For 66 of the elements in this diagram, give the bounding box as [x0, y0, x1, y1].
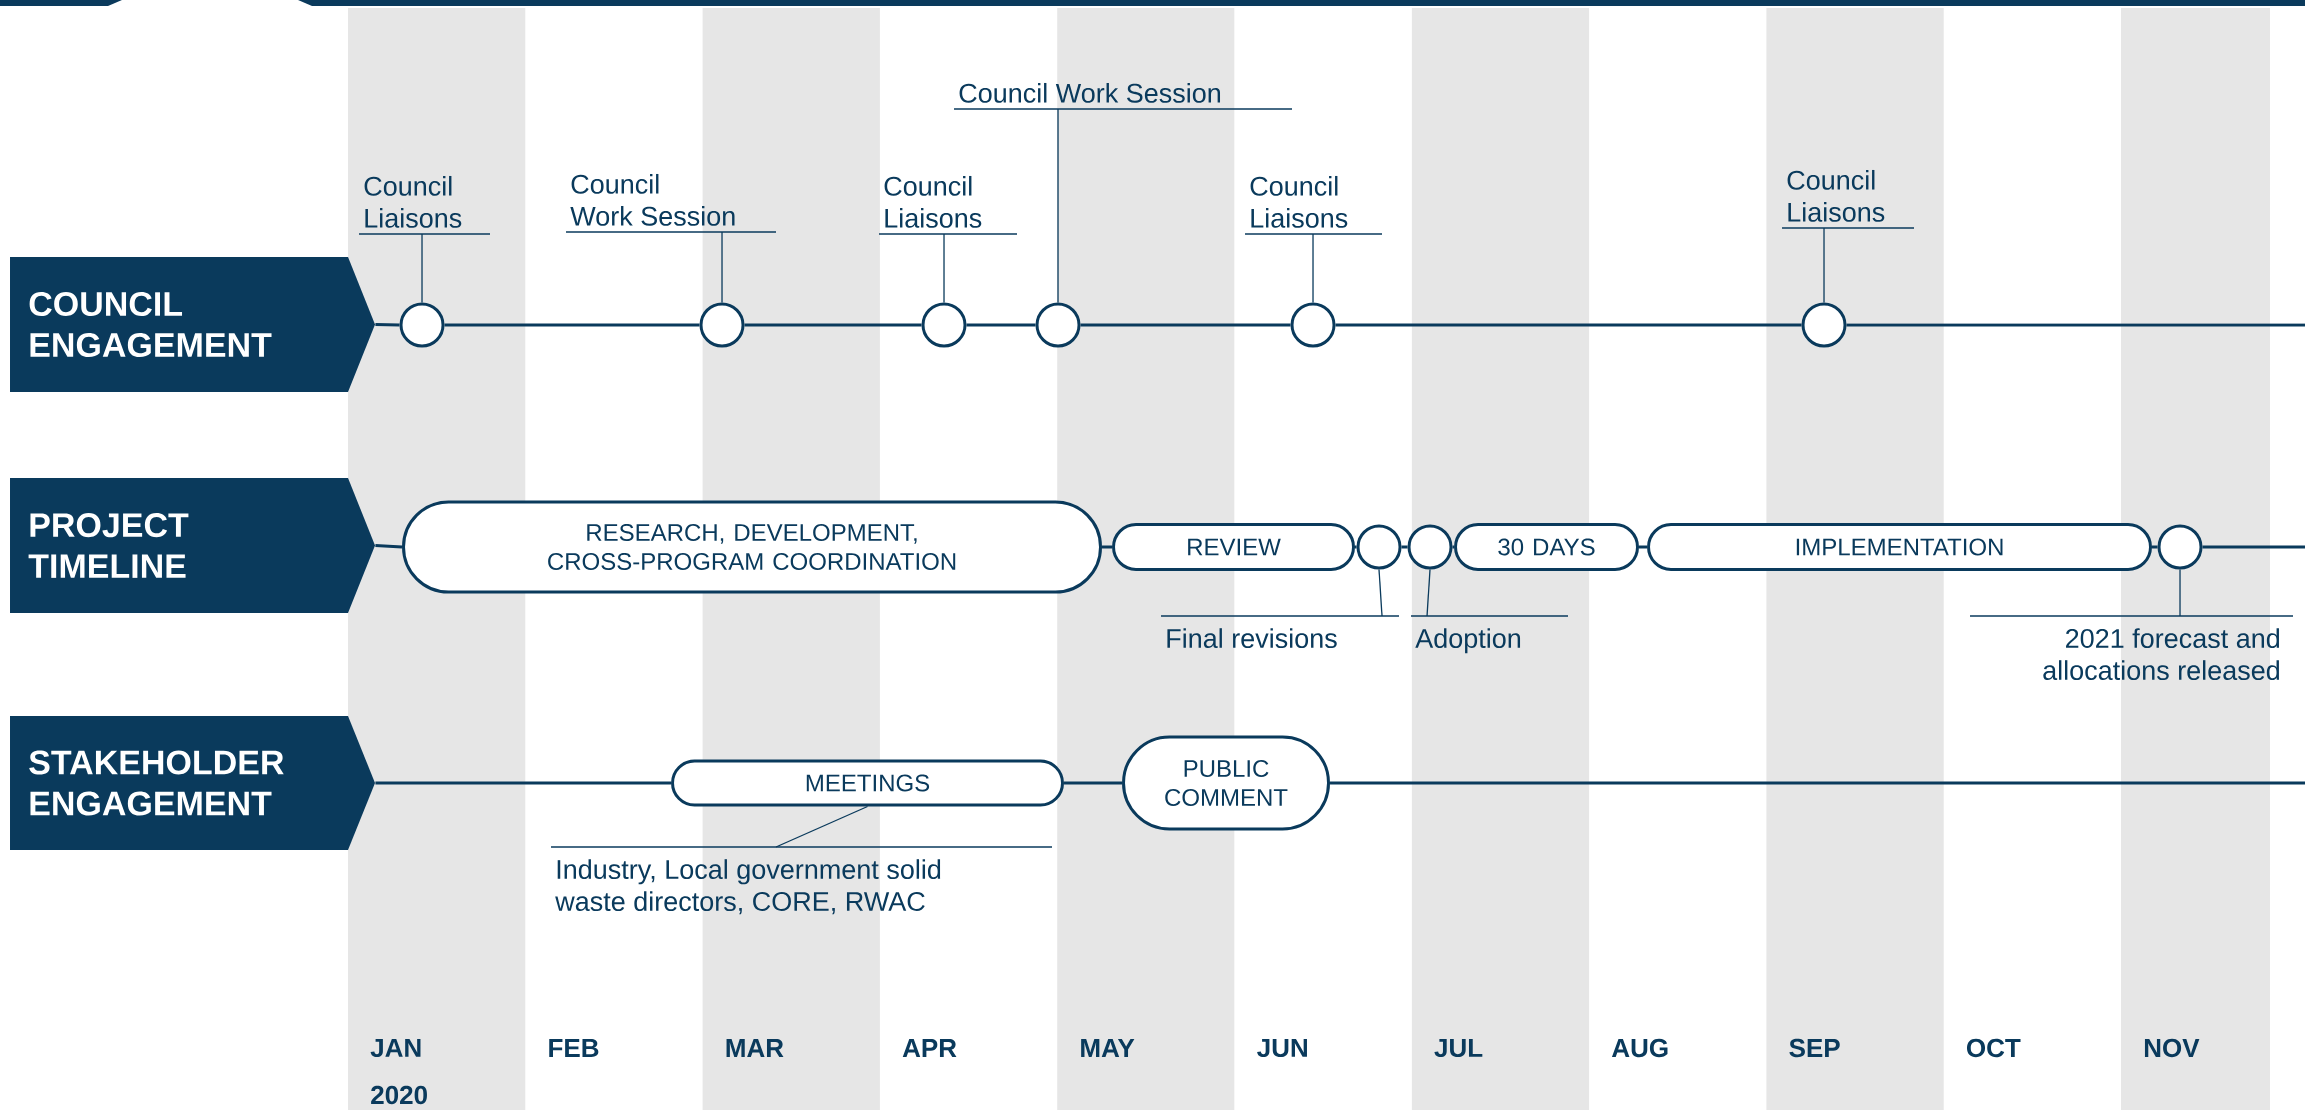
callout-label: Council Liaisons [1781, 169, 1915, 229]
milestone-circle [1407, 524, 1453, 570]
month-label: AUG [1611, 1038, 1668, 1058]
phase-pill: MEETINGS [671, 759, 1064, 807]
month-label: JAN [370, 1038, 421, 1058]
month-label: 2020 [371, 1085, 427, 1105]
leader-line [1312, 233, 1314, 304]
timeline-line [1064, 781, 1122, 785]
month-label: MAR [726, 1039, 784, 1057]
milestone-circle [399, 302, 445, 348]
row-banner: COUNCIL ENGAGEMENT [10, 257, 375, 392]
timeline-line [1639, 545, 1647, 549]
callout-label: 2021 forecast and allocations released [1969, 615, 2294, 681]
phase-pill: RESEARCH, DEVELOPMENT, CROSS-PROGRAM COORDINATION [402, 500, 1102, 594]
leader-line [943, 233, 945, 304]
leader-line [421, 233, 423, 304]
timeline-line [966, 323, 1036, 327]
row-banner: STAKEHOLDER ENGAGEMENT [10, 716, 375, 850]
milestone-circle [921, 302, 967, 348]
phase-pill: IMPLEMENTATION [1647, 523, 2152, 571]
leader-line [2179, 568, 2181, 617]
callout-label: Council Liaisons [878, 175, 1018, 235]
timeline-line [375, 544, 403, 549]
month-label: FEB [549, 1039, 599, 1057]
callout-label: Council Liaisons [358, 175, 491, 235]
leader-line [1378, 568, 1383, 617]
milestone-circle [1801, 302, 1847, 348]
timeline-line [1452, 545, 1454, 549]
callout-label: Council Work Session [565, 173, 777, 233]
month-label: JUL [1434, 1038, 1483, 1058]
leader-line [1057, 108, 1059, 304]
month-label: NOV [2144, 1038, 2200, 1058]
timeline-line [2152, 545, 2158, 549]
callout-label: Council Liaisons [1244, 175, 1383, 235]
callout-label: Council Work Session [953, 82, 1293, 110]
month-label: OCT [1967, 1038, 2021, 1058]
timeline-line [1355, 545, 1357, 549]
milestone-circle [1035, 302, 1081, 348]
month-label: SEP [1789, 1038, 1840, 1058]
timeline-line [375, 781, 671, 785]
milestone-circle [2157, 524, 2203, 570]
row-banner: PROJECT TIMELINE [10, 478, 375, 613]
timeline-line [1102, 545, 1112, 549]
leader-line [775, 805, 869, 848]
leader-line [1426, 568, 1431, 617]
timeline-line [444, 323, 700, 327]
timeline-line [1401, 545, 1408, 549]
month-label: APR [902, 1039, 957, 1057]
timeline-line [1330, 781, 2305, 785]
milestone-circle [1290, 302, 1336, 348]
timeline-line [744, 323, 922, 327]
month-label: MAY [1081, 1039, 1135, 1057]
callout-label: Final revisions [1160, 615, 1400, 649]
leader-line [1823, 227, 1825, 304]
timeline-line [375, 323, 400, 327]
milestone-circle [1356, 524, 1402, 570]
leader-line [721, 231, 723, 304]
phase-pill: PUBLIC COMMENT [1122, 735, 1330, 831]
callout-label: Industry, Local government solid waste directors, CORE, RWAC [550, 846, 1053, 915]
timeline-line [2202, 545, 2305, 549]
timeline-line [1080, 323, 1291, 327]
milestone-circle [699, 302, 745, 348]
timeline-line [1335, 323, 1802, 327]
timeline-line [1846, 323, 2305, 327]
callout-label: Adoption [1410, 615, 1569, 654]
month-label: JUN [1257, 1038, 1307, 1058]
